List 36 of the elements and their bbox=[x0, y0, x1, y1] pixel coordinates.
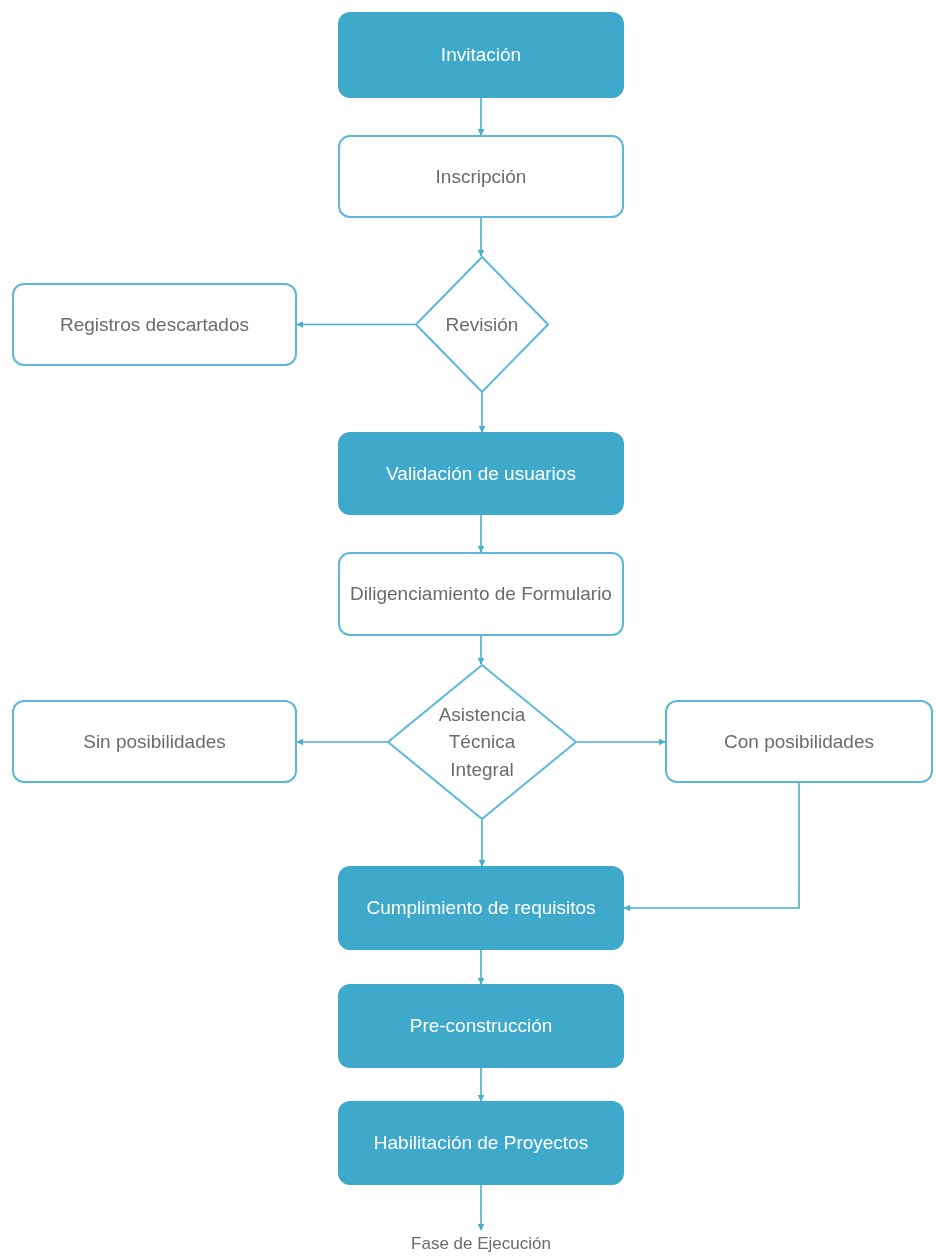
arrow bbox=[477, 635, 485, 665]
arrow bbox=[477, 949, 485, 985]
node-label: Cumplimiento de requisitos bbox=[365, 896, 597, 921]
process-box bbox=[338, 1101, 624, 1185]
process-box bbox=[338, 866, 624, 950]
node-label: Diligenciamiento de Formulario bbox=[349, 582, 613, 607]
process-box bbox=[12, 283, 297, 366]
arrow bbox=[296, 321, 416, 328]
end-label: Fase de Ejecución bbox=[410, 1232, 552, 1255]
node-label: Invitación bbox=[439, 43, 523, 68]
arrow bbox=[477, 1184, 485, 1231]
arrow bbox=[296, 738, 388, 746]
process-box bbox=[665, 700, 933, 783]
process-box bbox=[338, 552, 624, 636]
node-label: Registros descartados bbox=[58, 312, 250, 337]
node-label: Sin posibilidades bbox=[82, 729, 227, 754]
node-label: Inscripción bbox=[434, 164, 528, 189]
arrow bbox=[477, 514, 485, 553]
node-label: Habilitación de Proyectos bbox=[372, 1131, 590, 1156]
arrow bbox=[478, 819, 486, 867]
node-label: Pre-construcción bbox=[408, 1014, 554, 1039]
process-box bbox=[12, 700, 297, 783]
node-label: Con posibilidades bbox=[723, 729, 875, 754]
arrow bbox=[623, 782, 800, 912]
process-box bbox=[338, 984, 624, 1068]
node-label: Revisión bbox=[445, 312, 519, 337]
process-box bbox=[338, 432, 624, 515]
node-label: Asistencia Técnica Integral bbox=[437, 702, 527, 782]
node-label: Validación de usuarios bbox=[385, 461, 577, 486]
process-box bbox=[338, 135, 624, 218]
arrow bbox=[477, 97, 485, 136]
arrow bbox=[576, 738, 666, 746]
arrow bbox=[478, 392, 486, 433]
arrow bbox=[477, 1067, 485, 1102]
process-box bbox=[338, 12, 624, 98]
arrow bbox=[477, 217, 485, 257]
